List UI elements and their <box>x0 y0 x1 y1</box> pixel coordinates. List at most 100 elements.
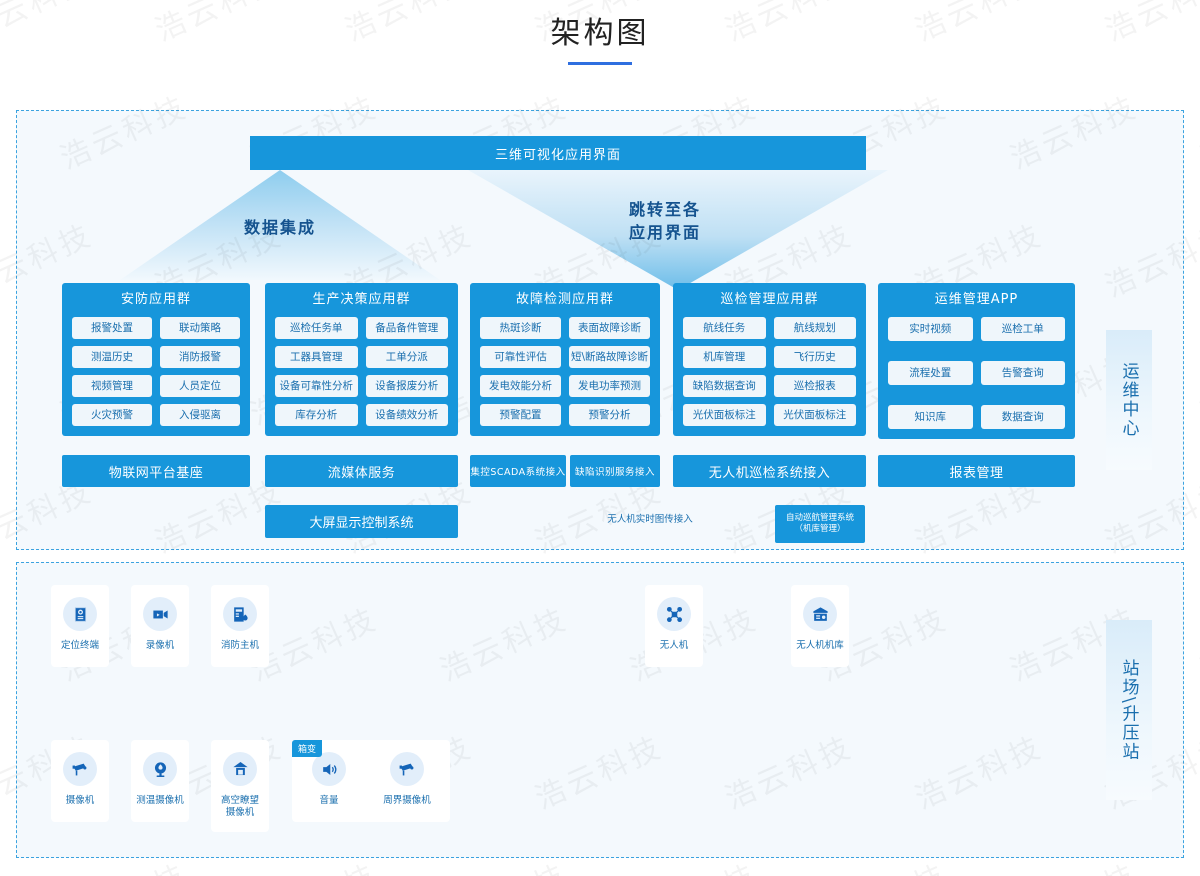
app-item[interactable]: 工器具管理 <box>275 346 358 368</box>
platform-report-management[interactable]: 报表管理 <box>878 455 1075 487</box>
app-group-production-decision: 生产决策应用群 巡检任务单 备品备件管理 工器具管理 工单分派 设备可靠性分析 … <box>265 283 458 436</box>
device-card-perimeter-camera[interactable]: 周界摄像机 <box>372 740 442 822</box>
device-label-line1: 高空瞭望 <box>220 795 259 806</box>
app-item[interactable]: 发电功率预测 <box>569 375 650 397</box>
device-label: 周界摄像机 <box>383 795 431 806</box>
app-item[interactable]: 工单分派 <box>365 346 448 368</box>
app-group-security: 安防应用群 报警处置 联动策略 测温历史 消防报警 视频管理 人员定位 火灾预警… <box>62 283 250 436</box>
device-label: 无人机 <box>659 640 689 651</box>
auto-nav-line1: 自动巡航管理系统 <box>785 512 854 523</box>
device-card-drone-hangar[interactable]: 无人机机库 <box>791 585 849 667</box>
side-label-station: 站场\升压站 <box>1106 620 1152 800</box>
watermark-text: 浩云科技 <box>0 594 4 690</box>
app-item[interactable]: 设备报废分析 <box>365 375 448 397</box>
app-item[interactable]: 预警分析 <box>569 404 650 426</box>
platform-iot-base[interactable]: 物联网平台基座 <box>62 455 250 487</box>
platform-scada-access[interactable]: 集控SCADA系统接入 <box>470 455 566 487</box>
big-screen-control-system[interactable]: 大屏显示控制系统 <box>265 505 458 538</box>
app-group-inspection-management: 巡检管理应用群 航线任务 航线规划 机库管理 飞行历史 缺陷数据查询 巡检报表 … <box>673 283 866 436</box>
app-item[interactable]: 告警查询 <box>980 361 1065 385</box>
app-item[interactable]: 火灾预警 <box>72 404 152 426</box>
app-group-items: 实时视频 巡检工单 流程处置 告警查询 知识库 数据查询 <box>888 317 1065 429</box>
watermark-text: 浩云科技 <box>1192 594 1200 690</box>
watermark-text: 浩云科技 <box>1192 338 1200 434</box>
app-item[interactable]: 报警处置 <box>72 317 152 339</box>
app-item[interactable]: 巡检工单 <box>980 317 1065 341</box>
app-item[interactable]: 实时视频 <box>888 317 973 341</box>
page-title: 架构图 <box>550 16 650 51</box>
speaker-icon <box>312 752 346 786</box>
app-item[interactable]: 飞行历史 <box>773 346 856 368</box>
funnel-label-jump-to-apps: 跳转至各 应用界面 <box>590 198 740 244</box>
app-group-items: 航线任务 航线规划 机库管理 飞行历史 缺陷数据查询 巡检报表 光伏面板标注 光… <box>683 317 856 426</box>
platform-uav-inspection-access[interactable]: 无人机巡检系统接入 <box>673 455 866 487</box>
device-label: 录像机 <box>145 640 175 651</box>
app-item[interactable]: 视频管理 <box>72 375 152 397</box>
app-item[interactable]: 预警配置 <box>480 404 561 426</box>
device-card-fire-host[interactable]: 消防主机 <box>211 585 269 667</box>
app-item[interactable]: 流程处置 <box>888 361 973 385</box>
app-item[interactable]: 光伏面板标注 <box>683 404 766 426</box>
title-underline <box>568 62 632 65</box>
app-group-title: 故障检测应用群 <box>515 292 614 307</box>
device-label: 音量 <box>319 795 339 806</box>
device-card-video-recorder[interactable]: 录像机 <box>131 585 189 667</box>
lookout-camera-icon <box>223 752 257 786</box>
drone-icon <box>657 597 691 631</box>
app-item[interactable]: 缺陷数据查询 <box>683 375 766 397</box>
app-item[interactable]: 短\断路故障诊断 <box>569 346 650 368</box>
drone-hangar-icon <box>803 597 837 631</box>
thermal-camera-icon <box>143 752 177 786</box>
app-group-items: 热斑诊断 表面故障诊断 可靠性评估 短\断路故障诊断 发电效能分析 发电功率预测… <box>480 317 650 426</box>
app-item[interactable]: 知识库 <box>888 405 973 429</box>
three-d-visualization-bar[interactable]: 三维可视化应用界面 <box>250 136 866 170</box>
app-item[interactable]: 设备可靠性分析 <box>275 375 358 397</box>
device-card-thermal-camera[interactable]: 测温摄像机 <box>131 740 189 822</box>
app-item[interactable]: 设备绩效分析 <box>365 404 448 426</box>
app-item[interactable]: 入侵驱离 <box>160 404 240 426</box>
funnel-label-line1: 跳转至各 <box>628 200 701 219</box>
watermark-text: 浩云科技 <box>1192 850 1200 876</box>
device-card-camera[interactable]: 摄像机 <box>51 740 109 822</box>
app-group-items: 报警处置 联动策略 测温历史 消防报警 视频管理 人员定位 火灾预警 入侵驱离 <box>72 317 240 426</box>
app-group-title: 生产决策应用群 <box>312 292 411 307</box>
platform-streaming-service[interactable]: 流媒体服务 <box>265 455 458 487</box>
app-item[interactable]: 人员定位 <box>160 375 240 397</box>
app-item[interactable]: 航线任务 <box>683 317 766 339</box>
watermark-text: 浩云科技 <box>0 850 4 876</box>
platform-defect-recognition-access[interactable]: 缺陷识别服务接入 <box>570 455 660 487</box>
device-card-lookout-camera[interactable]: 高空瞭望 摄像机 <box>211 740 269 832</box>
app-group-title: 巡检管理应用群 <box>720 292 819 307</box>
app-item[interactable]: 表面故障诊断 <box>569 317 650 339</box>
app-item[interactable]: 备品备件管理 <box>365 317 448 339</box>
app-item[interactable]: 巡检报表 <box>773 375 856 397</box>
app-item[interactable]: 消防报警 <box>160 346 240 368</box>
device-label: 消防主机 <box>220 640 259 651</box>
auto-navigation-management-system[interactable]: 自动巡航管理系统 （机库管理） <box>775 505 865 543</box>
app-item[interactable]: 热斑诊断 <box>480 317 561 339</box>
funnel-label-line2: 应用界面 <box>628 223 701 243</box>
device-card-location-terminal[interactable]: 定位终端 <box>51 585 109 667</box>
device-label: 无人机机库 <box>796 640 844 651</box>
uav-live-feed-label: 无人机实时图传接入 <box>607 514 693 525</box>
app-group-items: 巡检任务单 备品备件管理 工器具管理 工单分派 设备可靠性分析 设备报废分析 库… <box>275 317 448 426</box>
device-label-line2: 摄像机 <box>225 807 255 819</box>
device-label: 摄像机 <box>65 795 95 806</box>
app-item[interactable]: 航线规划 <box>773 317 856 339</box>
watermark-text: 浩云科技 <box>0 338 4 434</box>
app-item[interactable]: 光伏面板标注 <box>773 404 856 426</box>
side-label-operations: 运维中心 <box>1106 330 1152 470</box>
app-item[interactable]: 数据查询 <box>980 405 1065 429</box>
app-item[interactable]: 联动策略 <box>160 317 240 339</box>
app-item[interactable]: 库存分析 <box>275 404 358 426</box>
device-card-drone[interactable]: 无人机 <box>645 585 703 667</box>
watermark-text: 浩云科技 <box>1192 82 1200 178</box>
auto-nav-line2: （机库管理） <box>794 524 846 534</box>
device-card-speaker[interactable]: 音量 <box>300 740 358 822</box>
app-item[interactable]: 发电效能分析 <box>480 375 561 397</box>
device-label: 定位终端 <box>60 640 99 651</box>
app-item[interactable]: 机库管理 <box>683 346 766 368</box>
app-item[interactable]: 测温历史 <box>72 346 152 368</box>
app-item[interactable]: 可靠性评估 <box>480 346 561 368</box>
app-item[interactable]: 巡检任务单 <box>275 317 358 339</box>
